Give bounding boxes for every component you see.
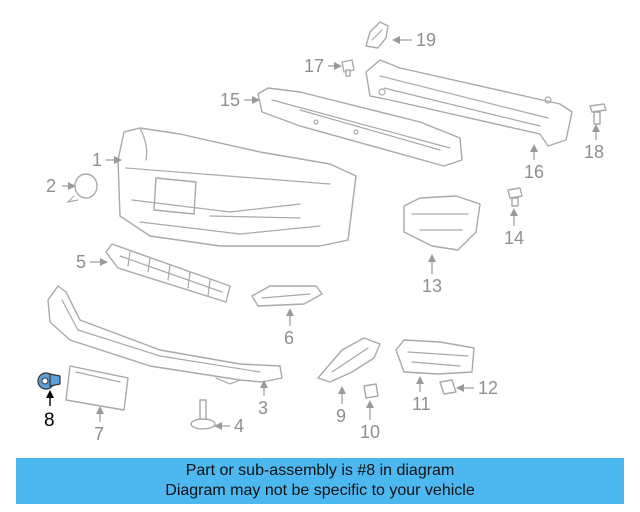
callout-4: 4 (234, 416, 244, 436)
callout-1: 1 (92, 150, 102, 170)
callout-5: 5 (76, 252, 86, 272)
callout-17: 17 (304, 56, 324, 76)
info-banner: Part or sub-assembly is #8 in diagram Di… (16, 458, 624, 504)
callout-18: 18 (584, 142, 604, 162)
callout-9: 9 (336, 406, 346, 426)
part-4-bolt (190, 399, 216, 430)
leader-lines (46, 36, 600, 430)
callout-16: 16 (524, 162, 544, 182)
part-7-license-bracket (65, 365, 129, 411)
callout-19: 19 (416, 30, 436, 50)
part-16-impact-bar (365, 59, 573, 147)
part-17-bolt (341, 59, 355, 77)
banner-line-1: Part or sub-assembly is #8 in diagram (185, 462, 455, 479)
callout-14: 14 (504, 228, 524, 248)
part-3-lower-spoiler (47, 285, 283, 385)
part-13-bracket (403, 195, 481, 251)
callout-10: 10 (360, 422, 380, 442)
callout-2: 2 (46, 176, 56, 196)
callout-11: 11 (412, 394, 431, 414)
part-15-energy-absorber (257, 87, 463, 167)
part-14-bolt (507, 187, 523, 207)
callout-8: 8 (44, 410, 55, 431)
part-5-grille (105, 243, 231, 303)
callout-6: 6 (284, 328, 294, 348)
part-18-bolt (589, 103, 607, 125)
parts-diagram: 1 2 3 4 5 6 7 8 9 10 11 12 13 14 15 16 1… (37, 21, 607, 444)
part-9-bracket (317, 337, 381, 383)
callout-3: 3 (258, 398, 268, 418)
part-6-fog-cover (251, 285, 323, 307)
part-10-nut (363, 383, 379, 399)
callout-15: 15 (220, 90, 240, 110)
callout-7: 7 (94, 424, 104, 444)
callout-12: 12 (478, 378, 498, 398)
part-11-mount (395, 339, 475, 375)
part-1-bumper-cover (117, 127, 357, 247)
banner-line-2: Diagram may not be specific to your vehi… (165, 482, 475, 499)
part-12-nut (439, 379, 457, 395)
callout-13: 13 (422, 276, 442, 296)
part-19-bracket (365, 21, 389, 49)
part-2-cap (66, 173, 98, 203)
part-8-clip (37, 372, 61, 390)
callout-labels: 1 2 3 4 5 6 7 8 9 10 11 12 13 14 15 16 1… (44, 30, 604, 444)
